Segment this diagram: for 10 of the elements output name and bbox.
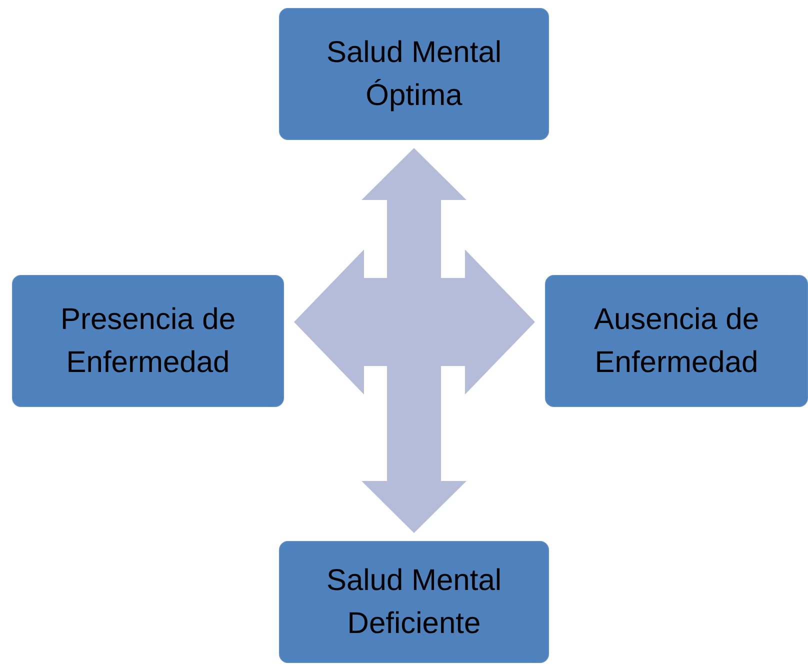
process-box <box>279 8 549 140</box>
box-label: Ausencia de Enfermedad <box>592 302 760 381</box>
process-box <box>279 541 549 663</box>
box-label: Salud Mental Óptima <box>325 34 503 114</box>
box-label: Presencia de Enfermedad <box>59 302 237 381</box>
double-arrow <box>362 148 466 533</box>
box-label: Salud Mental Deficiente <box>325 562 503 642</box>
double-arrow <box>294 250 535 394</box>
process-box <box>545 275 808 407</box>
process-box <box>12 275 284 407</box>
